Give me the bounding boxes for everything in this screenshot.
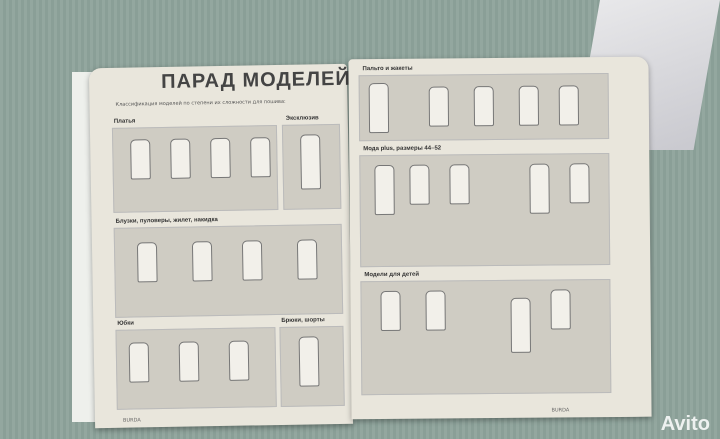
section-label: Блузки, пуловеры, жилет, накидка <box>115 217 218 225</box>
garment-sketch <box>409 164 430 205</box>
garment-sketch <box>228 340 250 381</box>
right-page: Пальто и жакеты Мода plus, размеры 44–52… <box>348 56 652 420</box>
garment-sketch <box>296 239 318 280</box>
garment-sketch <box>374 164 395 216</box>
garment-sketch <box>449 164 470 205</box>
garment-sketch <box>558 85 580 126</box>
page-footer: BURDA <box>551 407 570 414</box>
garment-sketch <box>510 297 532 353</box>
garment-sketch <box>170 138 191 179</box>
avito-watermark: Avito <box>660 413 710 435</box>
page-title: ПАРАД МОДЕЛЕЙ <box>160 67 351 94</box>
garment-sketch <box>380 290 401 332</box>
section-label: Эксклюзив <box>285 115 319 122</box>
section-label: Брюки, шорты <box>281 317 325 324</box>
garment-sketch <box>425 290 446 331</box>
garment-sketch <box>473 86 495 127</box>
garment-sketch <box>529 163 550 214</box>
garment-sketch <box>191 241 213 282</box>
garment-sketch <box>136 242 158 283</box>
garment-sketch <box>128 342 150 383</box>
garment-sketch <box>250 137 271 178</box>
classification-text: Классификация моделей по степени их слож… <box>115 98 286 108</box>
garment-sketch <box>298 336 320 387</box>
section-label: Пальто и жакеты <box>362 65 413 73</box>
section-label: Платья <box>113 118 136 125</box>
section-label: Юбки <box>117 320 134 327</box>
garment-sketch <box>241 240 263 281</box>
section-label: Мода plus, размеры 44–52 <box>363 145 442 153</box>
garment-sketch <box>569 163 590 204</box>
garment-sketch <box>428 86 450 127</box>
page-footer: BURDA <box>122 417 141 424</box>
garment-sketch <box>518 85 540 126</box>
left-page: ПАРАД МОДЕЛЕЙ Классификация моделей по с… <box>88 63 354 429</box>
garment-sketch <box>130 139 151 180</box>
section-label: Модели для детей <box>364 271 420 279</box>
garment-sketch <box>210 137 231 179</box>
garment-sketch <box>178 341 200 382</box>
garment-sketch <box>300 134 322 190</box>
garment-sketch <box>550 289 571 330</box>
garment-sketch <box>368 82 390 134</box>
